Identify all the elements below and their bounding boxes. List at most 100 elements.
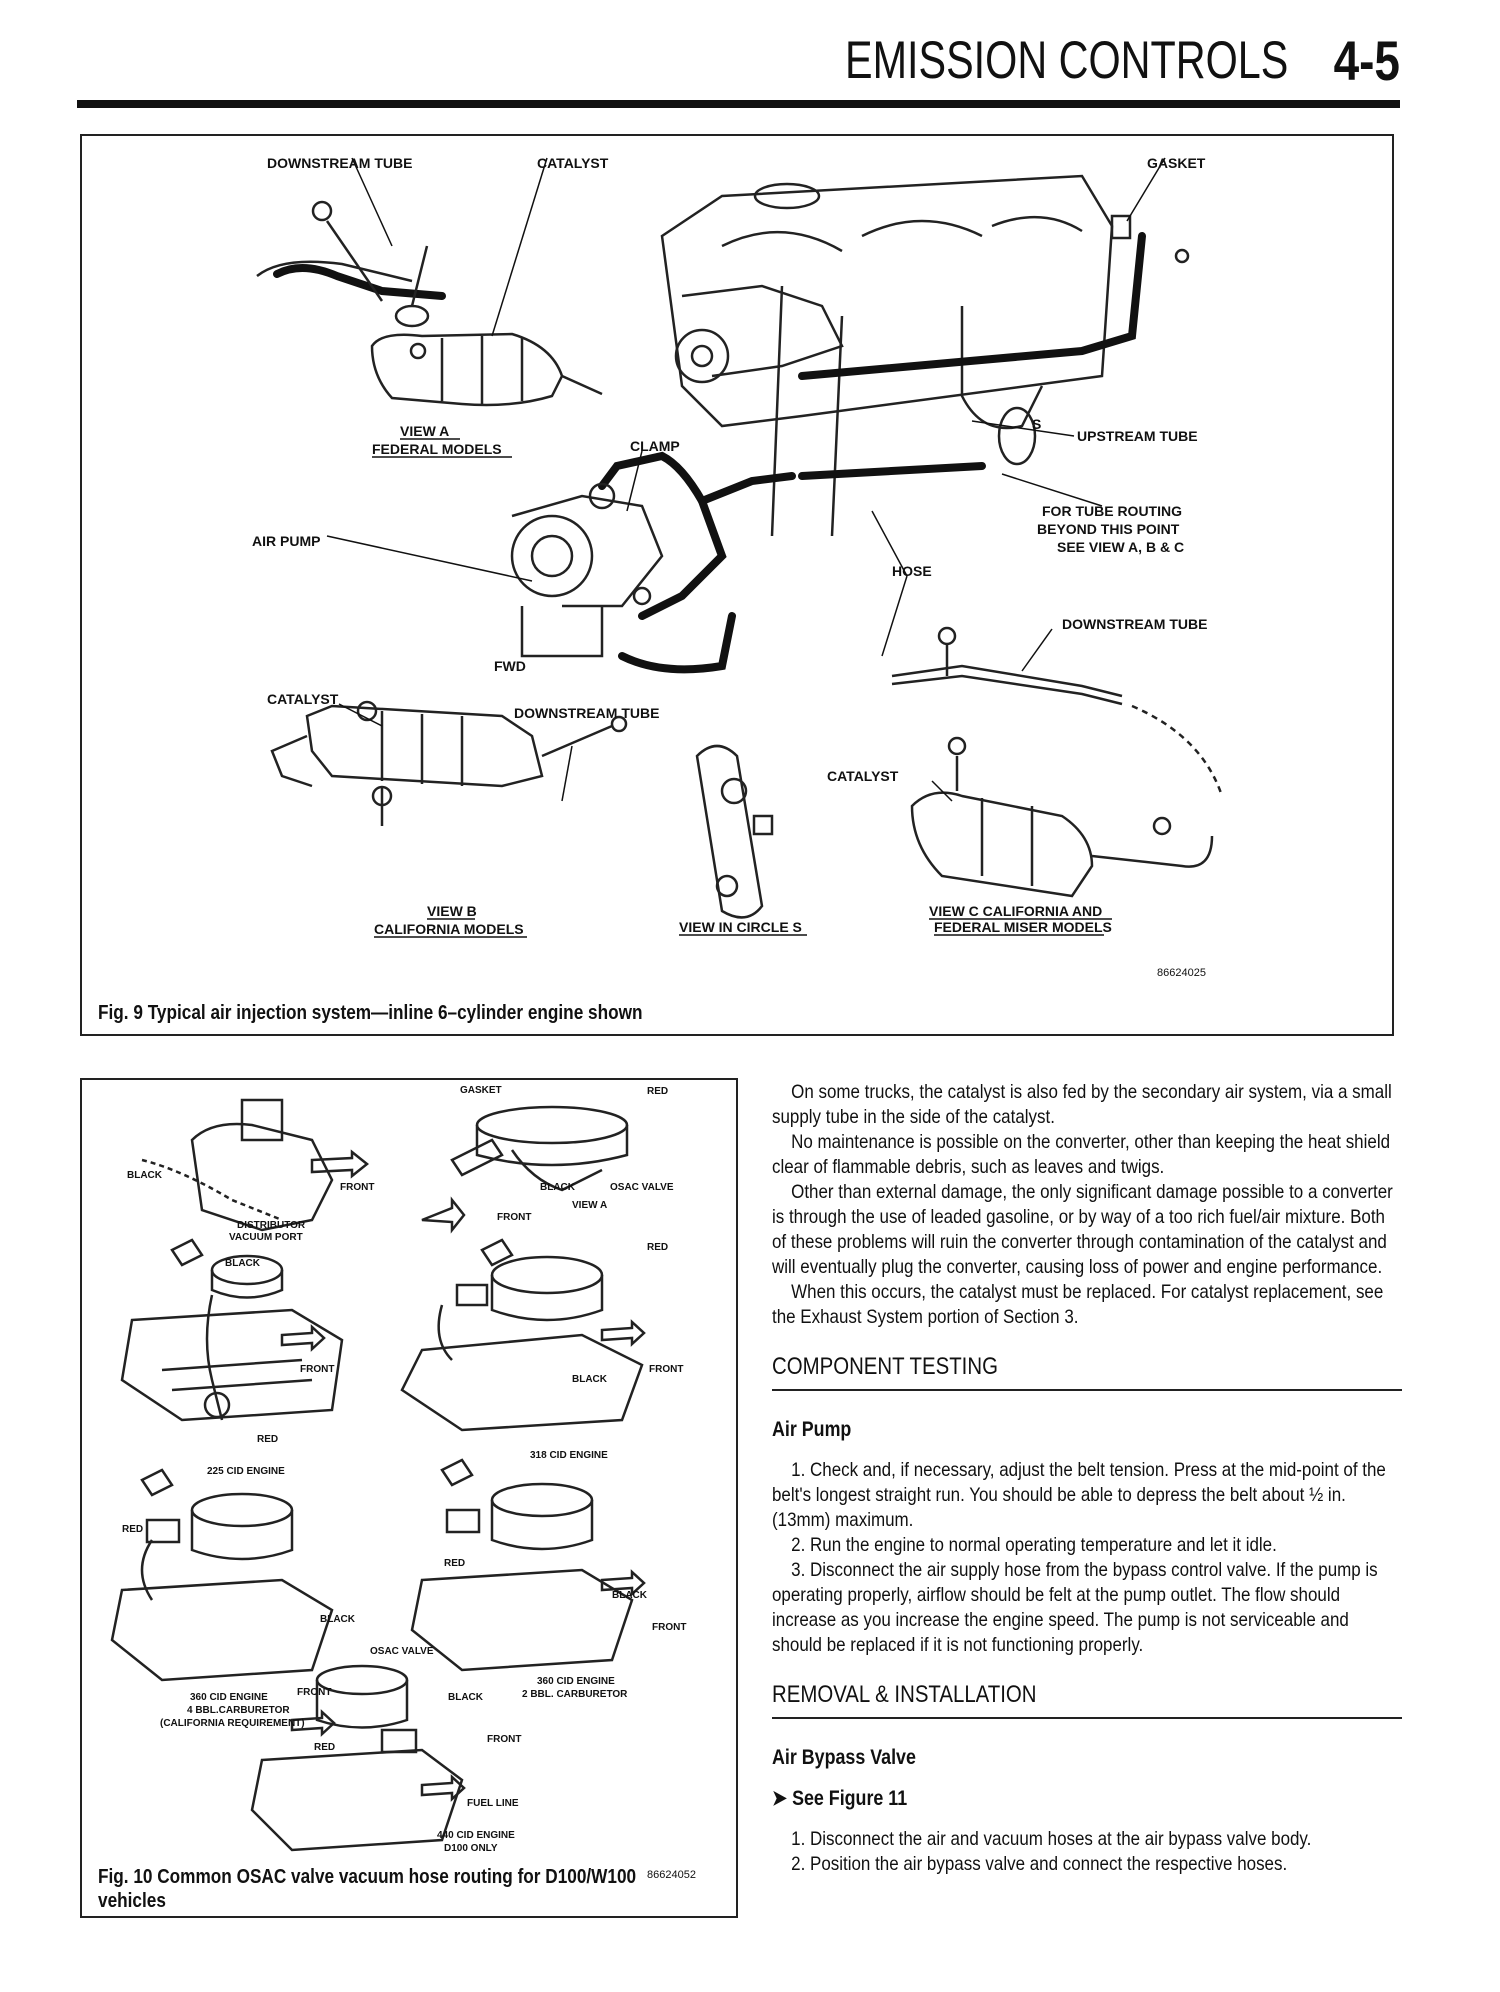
label-california-models: CALIFORNIA MODELS [374, 921, 524, 937]
label-distributor-1: DISTRIBUTOR [237, 1220, 306, 1231]
step-3: 3. Disconnect the air supply hose from t… [772, 1559, 1378, 1656]
section-component-testing: COMPONENT TESTING [772, 1353, 998, 1380]
label-black-3: BLACK [225, 1258, 261, 1269]
label-fuel-line: FUEL LINE [467, 1798, 519, 1809]
label-osac-valve-1: OSAC VALVE [610, 1182, 674, 1193]
label-engine-360-2-2: 2 BBL. CARBURETOR [522, 1689, 628, 1700]
view-b-drawing [270, 700, 628, 826]
label-view-in-circle-s: VIEW IN CIRCLE S [679, 919, 802, 935]
step-1: 1. Check and, if necessary, adjust the b… [772, 1459, 1386, 1531]
label-front-5: FRONT [652, 1622, 686, 1633]
subheading-air-bypass-valve: Air Bypass Valve [772, 1746, 916, 1769]
label-engine-360-2-1: 360 CID ENGINE [537, 1676, 615, 1687]
view-c-drawing [891, 626, 1224, 898]
paragraph-4: When this occurs, the catalyst must be r… [772, 1281, 1384, 1328]
label-front-4: FRONT [649, 1364, 683, 1375]
label-downstream-tube-c: DOWNSTREAM TUBE [1062, 616, 1207, 632]
label-engine-225: 225 CID ENGINE [207, 1466, 285, 1477]
label-gasket: GASKET [460, 1085, 502, 1096]
view-a-drawing [256, 200, 603, 407]
figure-10-caption-line-1: Fig. 10 Common OSAC valve vacuum hose ro… [98, 1866, 637, 1888]
label-engine-360-4-3: (CALIFORNIA REQUIREMENT) [160, 1718, 305, 1729]
figure-9: DOWNSTREAM TUBE CATALYST GASKET VIEW A F… [80, 134, 1394, 1036]
page-header: EMISSION CONTROLS 4-5 [77, 29, 1400, 102]
subheading-air-pump: Air Pump [772, 1418, 852, 1441]
section-rule [772, 1717, 1402, 1719]
label-black-7: BLACK [448, 1692, 484, 1703]
paragraph-1: On some trucks, the catalyst is also fed… [772, 1081, 1392, 1128]
figure-10-illustration: GASKET RED BLACK FRONT BLACK OSAC VALVE … [110, 1085, 696, 1881]
engine-318-drawing [400, 1238, 646, 1432]
label-osac-valve-2: OSAC VALVE [370, 1646, 434, 1657]
label-red-5: RED [444, 1558, 465, 1569]
figure-10-caption-line-2: vehicles [98, 1890, 166, 1912]
label-front-6: FRONT [297, 1687, 331, 1698]
engine-drawing [660, 174, 1190, 537]
label-clamp: CLAMP [630, 438, 680, 454]
body-text-column: On some trucks, the catalyst is also fed… [772, 1080, 1402, 1877]
label-view-a: VIEW A [400, 423, 449, 439]
label-front-3: FRONT [300, 1364, 334, 1375]
label-black-5: BLACK [612, 1590, 648, 1601]
label-routing-2: BEYOND THIS POINT [1037, 521, 1180, 537]
figure-10: GASKET RED BLACK FRONT BLACK OSAC VALVE … [80, 1078, 738, 1918]
label-engine-440-1: 440 CID ENGINE [437, 1830, 515, 1841]
engine-225-drawing [120, 1238, 344, 1422]
figure-10-code: 86624052 [647, 1869, 696, 1881]
page-number: 4-5 [1333, 29, 1400, 92]
engine-360-2bbl-drawing [410, 1458, 646, 1672]
see-figure-reference: ➤See Figure 11 [772, 1786, 1404, 1811]
label-black-6: BLACK [320, 1614, 356, 1625]
label-view-b: VIEW B [427, 903, 477, 919]
paragraph-2: No maintenance is possible on the conver… [772, 1131, 1391, 1178]
label-front-1: FRONT [340, 1182, 374, 1193]
label-view-c-1: VIEW C CALIFORNIA AND [929, 903, 1102, 919]
label-red-4: RED [122, 1524, 143, 1535]
figure-9-caption: Fig. 9 Typical air injection system—inli… [98, 1002, 643, 1024]
label-air-pump: AIR PUMP [252, 533, 320, 549]
label-federal-models: FEDERAL MODELS [372, 441, 502, 457]
step-2: 2. Run the engine to normal operating te… [791, 1534, 1277, 1556]
engine-360-4bbl-drawing [110, 1468, 334, 1682]
label-engine-440-2: D100 ONLY [444, 1843, 498, 1854]
label-gasket: GASKET [1147, 155, 1206, 171]
label-front-2: FRONT [497, 1212, 531, 1223]
air-cleaner-drawing [421, 1105, 629, 1234]
step-5: 2. Position the air bypass valve and con… [791, 1853, 1288, 1875]
circle-s-drawing [695, 744, 774, 919]
section-removal-installation: REMOVAL & INSTALLATION [772, 1681, 1037, 1708]
leader-lines [326, 157, 1166, 802]
label-black-2: BLACK [540, 1182, 576, 1193]
header-rule [77, 100, 1400, 108]
see-figure-text: See Figure 11 [792, 1787, 908, 1810]
paragraph-3: Other than external damage, the only sig… [772, 1181, 1393, 1278]
engine-440-drawing [250, 1664, 466, 1852]
label-view-c-2: FEDERAL MISER MODELS [934, 919, 1112, 935]
label-red-6: RED [314, 1742, 335, 1753]
label-hose: HOSE [892, 563, 932, 579]
label-downstream-tube-b: DOWNSTREAM TUBE [514, 705, 659, 721]
air-pump-drawing [510, 451, 986, 674]
label-red-3: RED [257, 1434, 278, 1445]
label-catalyst-b: CATALYST [267, 691, 339, 707]
distributor-drawing [141, 1098, 370, 1232]
label-black-4: BLACK [572, 1374, 608, 1385]
label-catalyst-a: CATALYST [537, 155, 609, 171]
label-red-1: RED [647, 1086, 668, 1097]
label-downstream-tube-a: DOWNSTREAM TUBE [267, 155, 412, 171]
step-4: 1. Disconnect the air and vacuum hoses a… [791, 1828, 1312, 1850]
figure-9-illustration: DOWNSTREAM TUBE CATALYST GASKET VIEW A F… [252, 155, 1224, 979]
figure-9-code: 86624025 [1157, 967, 1206, 979]
label-view-a: VIEW A [572, 1200, 607, 1211]
label-catalyst-c: CATALYST [827, 768, 899, 784]
label-s: S [1032, 416, 1041, 432]
section-rule [772, 1389, 1402, 1391]
label-black-1: BLACK [127, 1170, 163, 1181]
arrow-icon: ➤ [772, 1787, 787, 1810]
label-distributor-2: VACUUM PORT [229, 1232, 303, 1243]
label-engine-318: 318 CID ENGINE [530, 1450, 608, 1461]
label-red-2: RED [647, 1242, 668, 1253]
label-routing-1: FOR TUBE ROUTING [1042, 503, 1182, 519]
section-title: EMISSION CONTROLS [844, 31, 1288, 90]
label-upstream-tube: UPSTREAM TUBE [1077, 428, 1198, 444]
